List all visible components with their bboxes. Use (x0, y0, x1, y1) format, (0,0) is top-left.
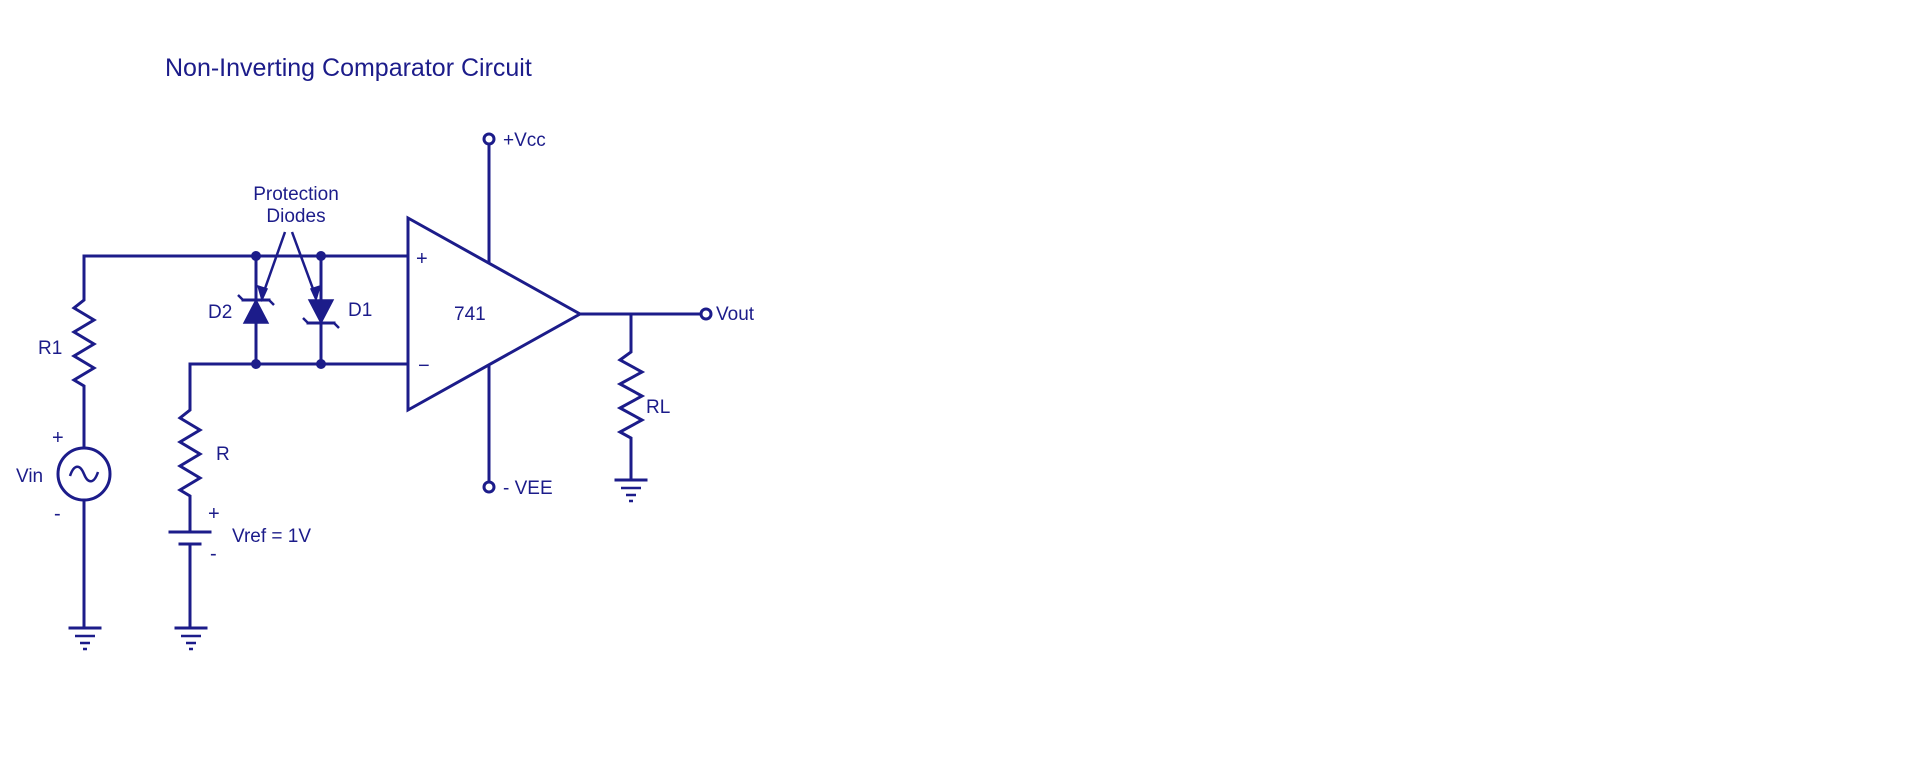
vref-plus-label: + (208, 503, 220, 525)
resistor-r (177, 362, 203, 532)
ground-symbol (68, 626, 102, 651)
diode-d2 (237, 254, 275, 366)
plus-input-label: + (416, 248, 428, 270)
vee-terminal (482, 480, 496, 494)
ground-symbol (614, 478, 648, 503)
vin-minus-label: - (54, 503, 61, 525)
diode-d1 (302, 254, 340, 366)
vin-plus-label: + (52, 427, 64, 449)
opamp-741 (406, 215, 584, 413)
vee-label: - VEE (503, 478, 553, 499)
protection-label-line1: Protection (253, 184, 339, 205)
vcc-terminal (482, 132, 496, 146)
d2-label: D2 (208, 302, 232, 323)
rl-label: RL (646, 397, 670, 418)
r-label: R (216, 444, 230, 465)
minus-input-label: − (418, 355, 430, 377)
protection-callout-arrows (256, 231, 322, 303)
diagram-title: Non-Inverting Comparator Circuit (165, 54, 532, 82)
battery-vref (168, 530, 212, 628)
vout-label: Vout (716, 304, 755, 325)
opamp-label: 741 (454, 304, 486, 325)
resistor-r1 (71, 254, 97, 450)
vcc-label: +Vcc (503, 130, 546, 151)
d1-label: D1 (348, 300, 372, 321)
ac-source-vin (56, 446, 112, 502)
vref-minus-label: - (210, 543, 217, 565)
vout-terminal (699, 307, 713, 321)
load-resistor-rl (616, 312, 646, 480)
vref-label: Vref = 1V (232, 526, 311, 547)
protection-label-line2: Diodes (266, 206, 325, 227)
r1-label: R1 (38, 338, 62, 359)
ground-symbol (174, 626, 208, 651)
vin-label: Vin (16, 466, 43, 487)
